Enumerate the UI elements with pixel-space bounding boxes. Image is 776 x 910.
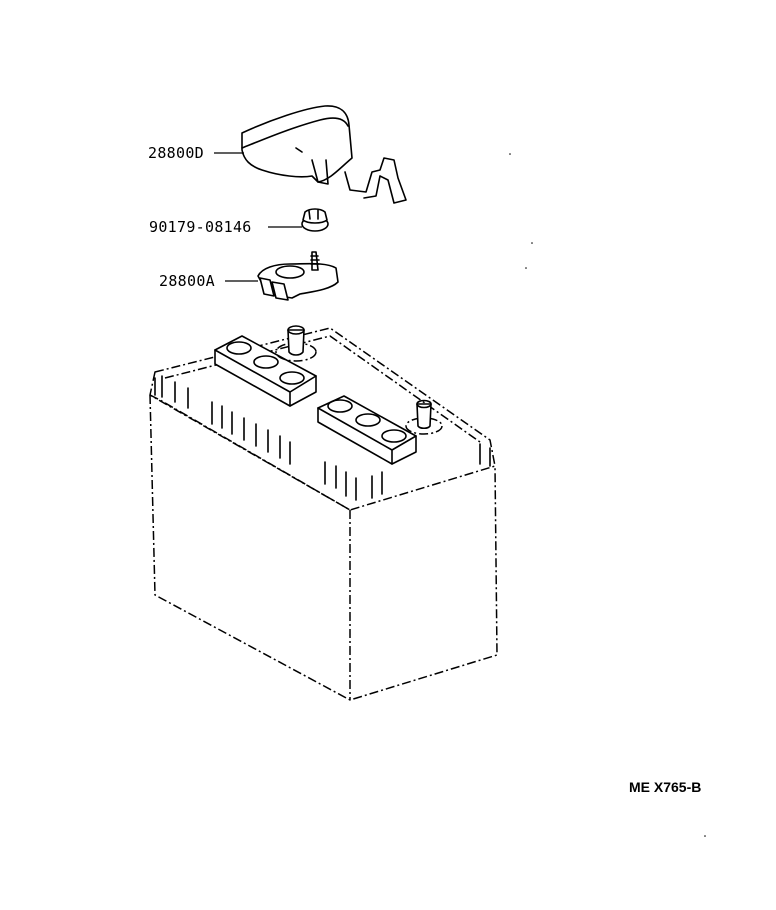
part-label-cover: 28800D	[148, 144, 204, 162]
terminal-clamp-drawing	[257, 251, 339, 301]
part-label-clamp: 28800A	[159, 272, 215, 290]
part-label-nut: 90179-08146	[149, 218, 252, 236]
reference-code: ME X765-B	[629, 779, 702, 795]
nut-drawing	[301, 208, 329, 232]
battery-drawing	[149, 325, 498, 701]
terminal-cover-drawing	[241, 105, 407, 204]
